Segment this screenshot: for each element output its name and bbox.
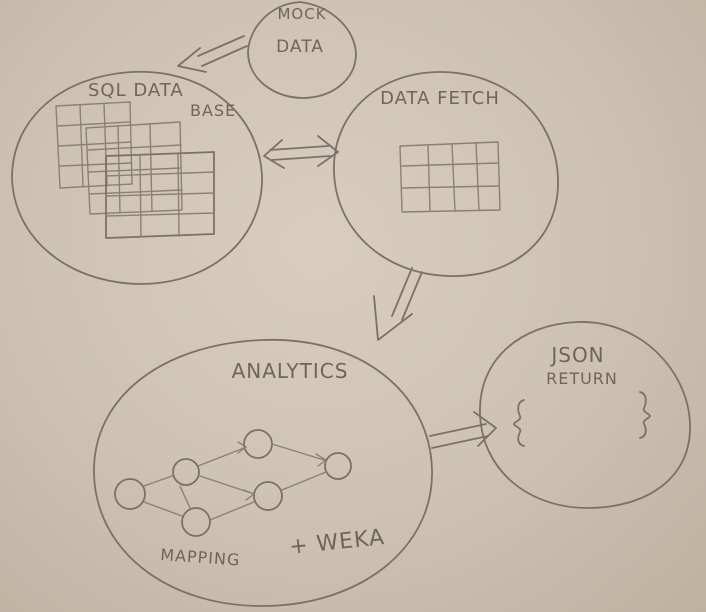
json-return-node: JSON RETURN bbox=[479, 321, 691, 509]
sql-database-circle bbox=[11, 70, 263, 285]
analytics-label: ANALYTICS bbox=[232, 359, 349, 383]
sql-database-label-line1: SQL DATA bbox=[88, 80, 184, 101]
json-return-label-line1: JSON bbox=[549, 343, 604, 367]
sql-database-node: SQL DATA BASE bbox=[11, 70, 263, 285]
mock-data-label-line1: MOCK bbox=[277, 5, 326, 23]
sql-database-label-line2: BASE bbox=[190, 101, 236, 120]
curly-braces-icon bbox=[513, 391, 651, 447]
mock-data-label-line2: DATA bbox=[276, 37, 324, 57]
arrow-analytics-to-json bbox=[429, 411, 497, 449]
json-return-circle bbox=[479, 321, 691, 509]
data-fetch-label: DATA FETCH bbox=[380, 88, 500, 109]
arrow-fetch-to-analytics bbox=[373, 267, 423, 341]
table-stack-icon bbox=[55, 101, 215, 239]
data-fetch-circle bbox=[333, 71, 559, 277]
mock-data-circle bbox=[247, 1, 357, 99]
data-fetch-node: DATA FETCH bbox=[333, 71, 559, 277]
grid-table-icon bbox=[399, 141, 501, 213]
analytics-circle bbox=[93, 339, 433, 607]
arrow-mock-to-sql bbox=[177, 35, 248, 73]
analytics-node: ANALYTICS MAPPING + WEKA bbox=[93, 339, 433, 607]
mapping-graph-icon bbox=[114, 429, 352, 537]
analytics-caption-mapping: MAPPING bbox=[160, 545, 241, 570]
analytics-caption-weka: + WEKA bbox=[288, 525, 386, 560]
arrow-sql-fetch-bidirectional bbox=[263, 135, 339, 169]
json-return-label-line2: RETURN bbox=[546, 369, 618, 388]
mock-data-node: MOCK DATA bbox=[247, 1, 357, 99]
